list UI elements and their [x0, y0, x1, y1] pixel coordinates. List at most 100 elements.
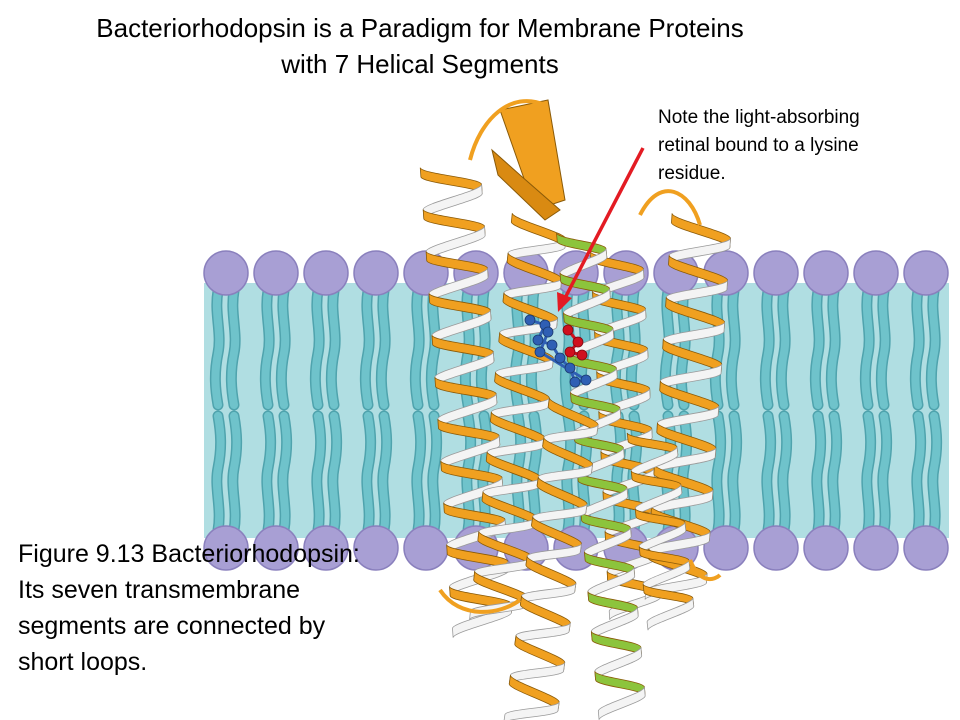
lipid-tail	[277, 287, 290, 409]
helix-turn	[597, 686, 646, 720]
lipid-tail	[611, 287, 624, 409]
lipid-tail	[278, 412, 291, 534]
atom	[564, 346, 576, 358]
retinal-note-line-1: Note the light-absorbing	[658, 107, 860, 128]
lipid-tail	[261, 287, 274, 409]
lipid-head	[903, 250, 949, 296]
lipid-tail	[712, 412, 725, 534]
atom	[554, 352, 566, 364]
lipid-head	[253, 250, 299, 296]
atom	[580, 374, 592, 386]
lipid-tail	[762, 412, 775, 534]
lipid-tail	[928, 412, 941, 534]
lipid-head	[203, 525, 249, 571]
slide-title-line-1: Bacteriorhodopsin is a Paradigm for Memb…	[96, 13, 744, 43]
lipid-head	[253, 525, 299, 571]
loop	[688, 559, 722, 582]
lipid-tail	[911, 287, 924, 409]
atom	[569, 376, 581, 388]
lipid-tail	[827, 287, 840, 409]
atom	[524, 314, 536, 326]
annotation-arrow	[557, 147, 645, 312]
helix-turn	[646, 597, 695, 631]
lipid-tail	[777, 287, 790, 409]
helix	[626, 432, 695, 631]
atom	[572, 336, 584, 348]
lipid-tail	[378, 412, 391, 534]
lipid-tail	[362, 412, 375, 534]
lipid-tail	[411, 287, 424, 409]
helix	[503, 397, 599, 720]
arrow-head	[557, 292, 572, 312]
atom	[576, 349, 588, 361]
lipid-head	[203, 250, 249, 296]
atom	[546, 339, 558, 351]
figure-caption-line-3: segments are connected by	[18, 612, 326, 640]
lipid-tail	[912, 412, 925, 534]
lipid-tail	[711, 287, 724, 409]
lipid-tail	[327, 287, 340, 409]
lipid-tail	[227, 287, 240, 409]
lipid-tail	[328, 412, 341, 534]
retinal-note-line-2: retinal bound to a lysine	[658, 135, 859, 156]
retinal-lysine	[524, 314, 592, 388]
lipid-tail	[211, 287, 224, 409]
lipid-tail	[262, 412, 275, 534]
lipid-tail	[727, 287, 740, 409]
lipid-tail	[361, 287, 374, 409]
lipid-tail	[812, 412, 825, 534]
arrow-shaft	[563, 147, 645, 299]
lipid-tail	[761, 287, 774, 409]
lipid-tail	[428, 412, 441, 534]
protein-helices	[419, 99, 731, 720]
lipid-tail	[612, 412, 625, 534]
lipid-tail	[228, 412, 241, 534]
lipid-tail	[927, 287, 940, 409]
figure-caption: Figure 9.13 Bacteriorhodopsin: Its seven…	[18, 536, 448, 680]
lipid-head	[303, 250, 349, 296]
lipid-tail	[778, 412, 791, 534]
lipid-head	[803, 525, 849, 571]
lipid-tail	[212, 412, 225, 534]
loop	[468, 99, 546, 161]
lipid-tail	[877, 287, 890, 409]
slide-title: Bacteriorhodopsin is a Paradigm for Memb…	[20, 10, 820, 82]
lipid-head	[703, 525, 749, 571]
helix	[644, 212, 731, 601]
lipid-bilayer	[203, 250, 949, 571]
lipid-head	[353, 525, 399, 571]
retinal-note-line-3: residue.	[658, 163, 726, 184]
bond	[539, 350, 587, 382]
lipid-tail	[412, 412, 425, 534]
helix	[556, 232, 646, 720]
lipid-tail	[878, 412, 891, 534]
lipid-tail	[811, 287, 824, 409]
figure-caption-line-2: Its seven transmembrane	[18, 576, 301, 604]
lipid-tail	[728, 412, 741, 534]
lipid-tail	[427, 287, 440, 409]
lipid-tail	[862, 412, 875, 534]
loop	[638, 189, 702, 226]
atom	[562, 324, 574, 336]
lipid-tail	[312, 412, 325, 534]
lipid-tail	[678, 412, 691, 534]
atom	[534, 346, 546, 358]
lipid-tail	[311, 287, 324, 409]
lipid-head	[803, 250, 849, 296]
lipid-head	[753, 525, 799, 571]
lipid-head	[853, 525, 899, 571]
lipid-head	[353, 250, 399, 296]
lipid-tail	[861, 287, 874, 409]
lipid-head	[903, 525, 949, 571]
atom	[564, 362, 576, 374]
lipid-head	[853, 250, 899, 296]
lipid-head	[303, 525, 349, 571]
lipid-tail	[377, 287, 390, 409]
lipid-tail	[828, 412, 841, 534]
slide-title-line-2: with 7 Helical Segments	[281, 49, 559, 79]
retinal-note: Note the light-absorbing retinal bound t…	[658, 104, 948, 188]
atom	[532, 334, 544, 346]
lipid-head	[753, 250, 799, 296]
